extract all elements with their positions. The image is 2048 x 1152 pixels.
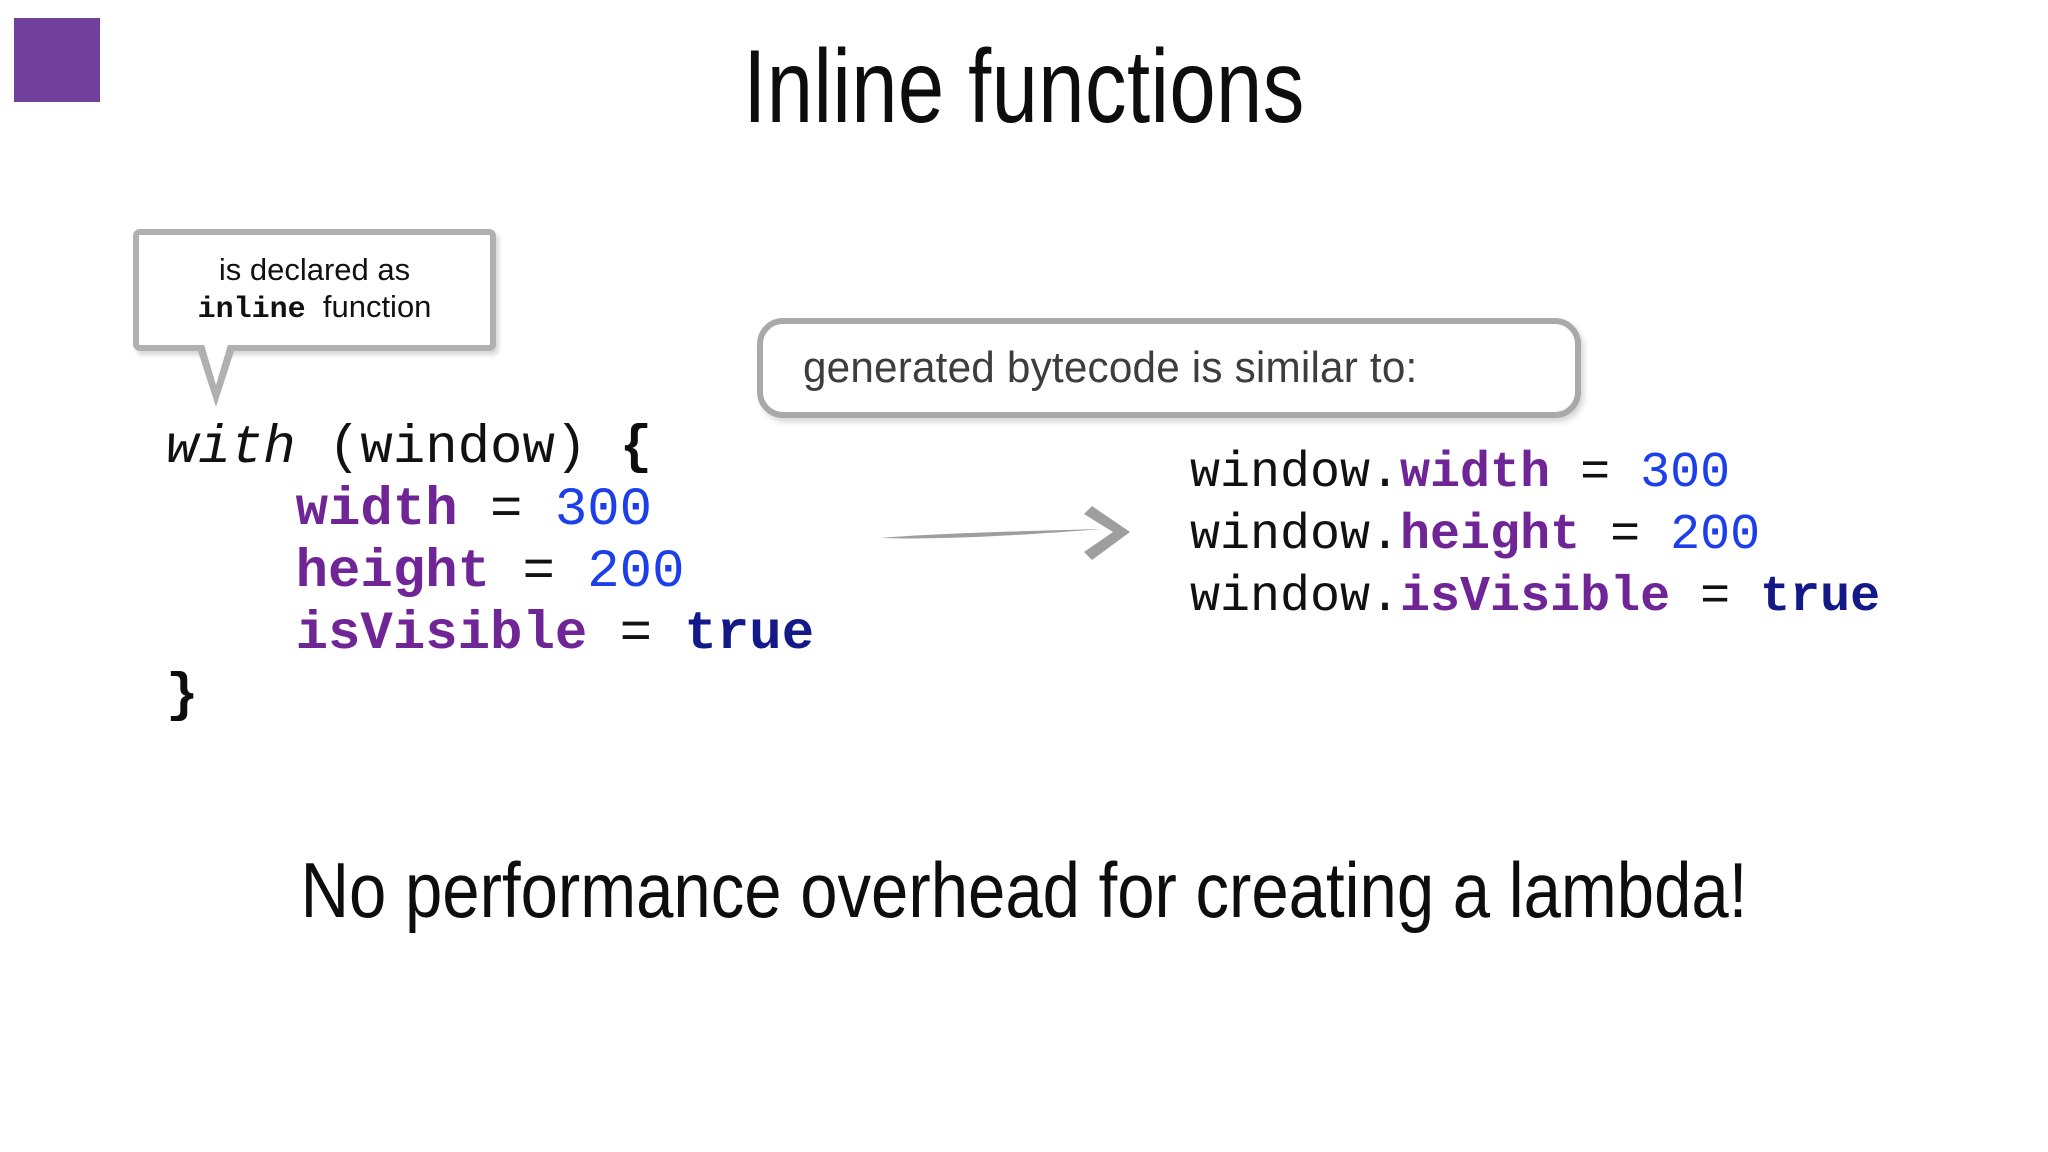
code-prop-width: width xyxy=(295,480,458,541)
callout-declared-line1: is declared as xyxy=(218,252,411,288)
code-value-200: 200 xyxy=(1670,507,1761,564)
code-block-generated-bytecode: window.width = 300 window.height = 200 w… xyxy=(1190,443,1880,629)
code-receiver-window: window. xyxy=(1190,569,1401,626)
code-prop-width: width xyxy=(1400,445,1551,502)
code-assign-op: = xyxy=(1580,507,1671,564)
code-indent xyxy=(166,542,296,603)
code-indent xyxy=(166,480,296,541)
callout-tail-inner xyxy=(203,341,229,385)
code-receiver-window: window. xyxy=(1190,445,1401,502)
code-value-true: true xyxy=(684,604,815,665)
code-prop-isvisible: isVisible xyxy=(1400,569,1671,626)
code-assign-op: = xyxy=(587,604,685,665)
inline-keyword: inline xyxy=(197,292,306,327)
code-receiver-window: window. xyxy=(1190,507,1401,564)
code-open-brace: { xyxy=(619,418,653,479)
callout-bytecode-text: generated bytecode is similar to: xyxy=(803,343,1418,392)
slide-caption: No performance overhead for creating a l… xyxy=(300,846,1748,934)
code-value-300: 300 xyxy=(554,480,653,541)
code-block-with-lambda: with (window) { width = 300 height = 200… xyxy=(166,418,814,728)
page-title: Inline functions xyxy=(743,29,1305,145)
code-value-200: 200 xyxy=(587,542,685,603)
code-assign-op: = xyxy=(1670,569,1761,626)
code-assign-op: = xyxy=(490,542,588,603)
code-assign-op: = xyxy=(457,480,555,541)
code-receiver-window: (window) xyxy=(295,418,620,479)
code-value-true: true xyxy=(1760,569,1881,626)
code-prop-height: height xyxy=(1400,507,1581,564)
code-prop-isvisible: isVisible xyxy=(295,604,588,665)
code-prop-height: height xyxy=(295,542,491,603)
brand-square xyxy=(14,18,100,102)
code-keyword-with: with xyxy=(166,418,296,479)
code-value-300: 300 xyxy=(1640,445,1731,502)
callout-declared-function-word: function xyxy=(322,288,432,324)
callout-generated-bytecode: generated bytecode is similar to: xyxy=(757,318,1581,418)
code-close-brace: } xyxy=(166,666,199,727)
transforms-to-arrow xyxy=(878,500,1138,570)
code-indent xyxy=(166,604,296,665)
code-assign-op: = xyxy=(1550,445,1641,502)
callout-is-declared-as-inline: is declared as inline function xyxy=(133,229,496,351)
callout-declared-line2: inline function xyxy=(197,288,432,327)
